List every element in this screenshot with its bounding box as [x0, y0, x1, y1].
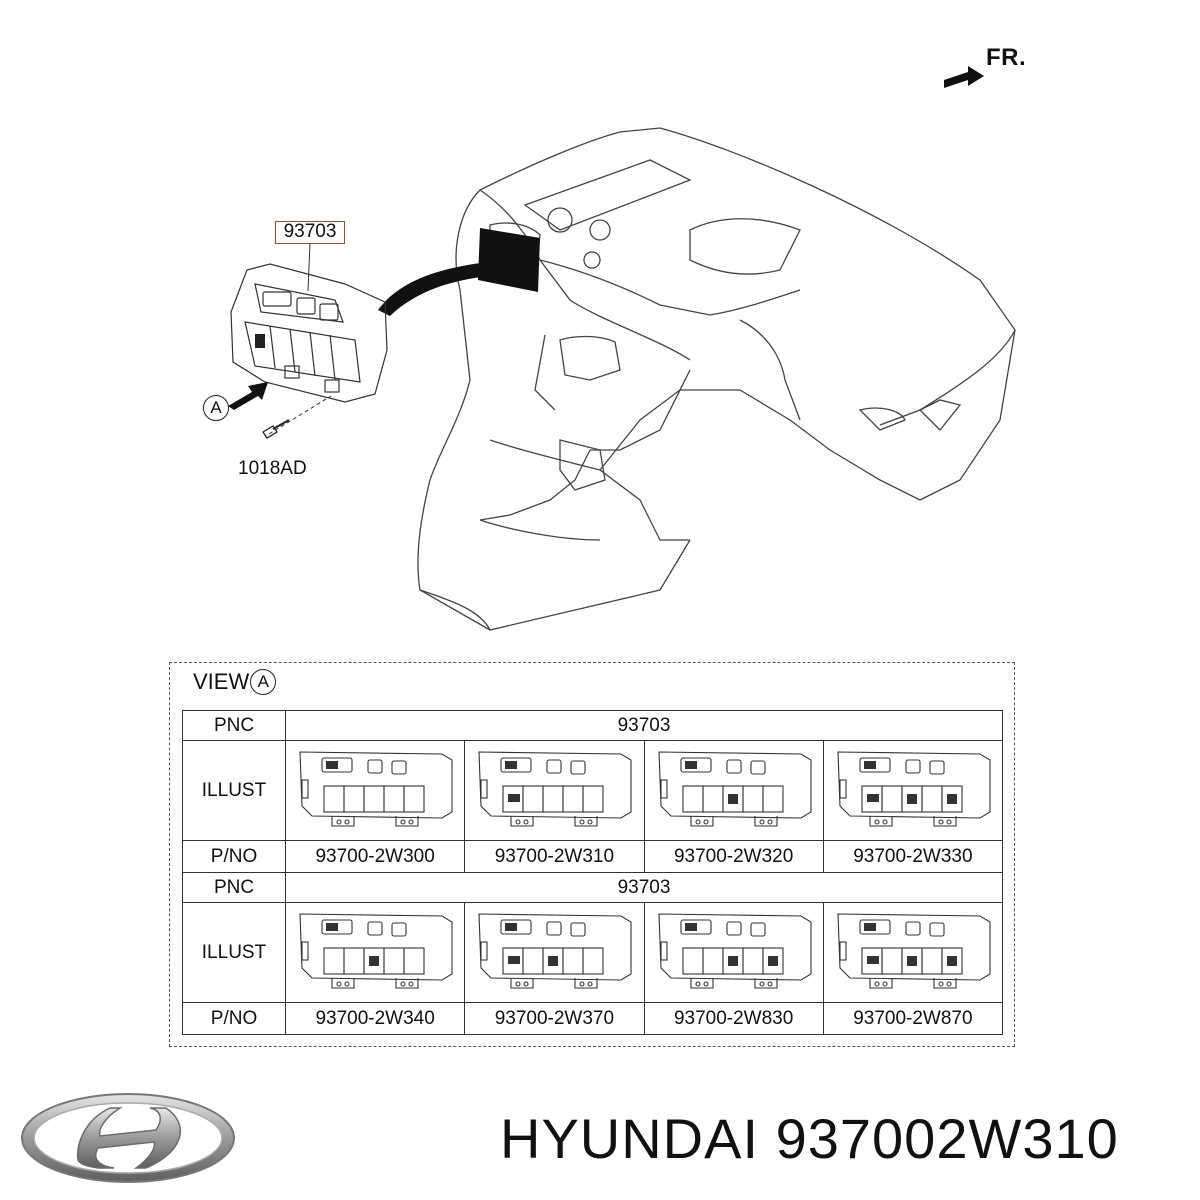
- view-title: VIEW A: [193, 669, 277, 695]
- dashboard-illustration: [417, 127, 1016, 631]
- table-row: ILLUST: [182, 740, 1004, 841]
- parts-table: PNC 93703 ILLUST P/NO 93700-2W300 93700-…: [182, 710, 1004, 1035]
- switch-illustration-2w340: [284, 902, 466, 1003]
- table-row: PNC 93703: [182, 872, 1003, 903]
- table-row: ILLUST: [182, 902, 1004, 1003]
- pnc-value: 93703: [285, 710, 1003, 741]
- pno-header: P/NO: [182, 840, 286, 873]
- switch-illustration-2w870: [822, 902, 1004, 1003]
- view-title-marker: A: [250, 669, 277, 695]
- switch-illustration-2w370: [464, 902, 645, 1003]
- hyundai-logo-icon: [21, 1093, 235, 1183]
- view-title-text: VIEW: [193, 669, 250, 694]
- brand-part-title: HYUNDAI 937002W310: [500, 1106, 1119, 1171]
- part-number-cell[interactable]: 93700-2W330: [822, 840, 1004, 873]
- front-direction-label: FR.: [986, 44, 1027, 71]
- part-number-cell[interactable]: 93700-2W300: [284, 840, 466, 873]
- view-a-marker: A: [203, 395, 229, 421]
- table-row: P/NO 93700-2W300 93700-2W310 93700-2W320…: [182, 840, 1004, 873]
- install-arrow-icon: [378, 262, 490, 316]
- switch-illustration-2w320: [643, 740, 824, 841]
- switch-illustration-2w830: [643, 902, 824, 1003]
- part-number-cell[interactable]: 93700-2W340: [284, 1002, 466, 1035]
- front-arrow-icon: [944, 66, 984, 88]
- footer-part-number: 937002W310: [775, 1107, 1119, 1170]
- switch-illustration-2w310: [464, 740, 645, 841]
- part-number-cell[interactable]: 93700-2W830: [643, 1002, 824, 1035]
- switch-illustration-2w330: [822, 740, 1004, 841]
- screw-icon: [262, 395, 332, 439]
- screw-part-label[interactable]: 1018AD: [238, 458, 307, 479]
- part-number-cell[interactable]: 93700-2W370: [464, 1002, 645, 1035]
- pno-header: P/NO: [182, 1002, 286, 1035]
- callout-leader-line: [307, 243, 311, 292]
- illust-header: ILLUST: [182, 740, 286, 841]
- pnc-header: PNC: [182, 872, 286, 903]
- part-number-cell[interactable]: 93700-2W870: [822, 1002, 1004, 1035]
- part-number-cell[interactable]: 93700-2W310: [464, 840, 645, 873]
- switch-illustration-2w300: [284, 740, 466, 841]
- switch-assembly-illustration: [230, 263, 388, 403]
- table-row: PNC 93703: [182, 710, 1003, 741]
- pnc-value: 93703: [285, 872, 1003, 903]
- part-number-cell[interactable]: 93700-2W320: [643, 840, 824, 873]
- illust-header: ILLUST: [182, 902, 286, 1003]
- view-a-panel: [169, 662, 1015, 1047]
- pnc-header: PNC: [182, 710, 286, 741]
- part-callout-93703[interactable]: 93703: [275, 221, 345, 244]
- table-row: P/NO 93700-2W340 93700-2W370 93700-2W830…: [182, 1002, 1004, 1035]
- brand-name: HYUNDAI: [500, 1107, 760, 1170]
- view-a-arrow-icon: [228, 382, 268, 410]
